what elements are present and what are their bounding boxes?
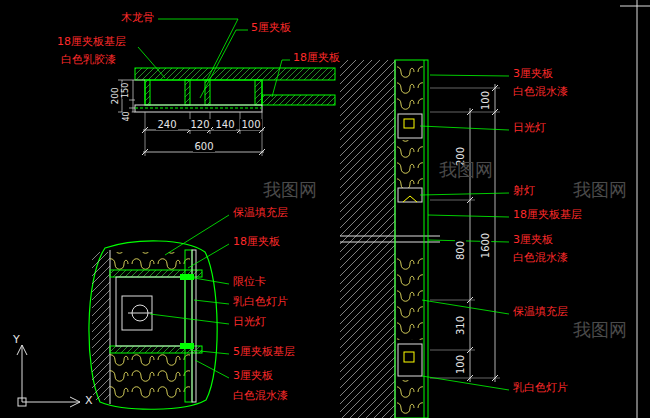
dimension: 40 [123, 110, 132, 122]
dimension: 200 [111, 86, 121, 105]
part-label: 保温填充层 [512, 306, 569, 318]
part-label: 射灯 [512, 185, 536, 197]
part-label: 3厘夹板 [232, 370, 274, 382]
dimension: 100 [481, 89, 492, 110]
part-label: 乳白色灯片 [512, 382, 569, 394]
part-label: 乳白色灯片 [232, 296, 289, 308]
part-label: 木龙骨 [120, 12, 155, 24]
dimension: 100 [240, 119, 261, 130]
axis-label: Y [12, 334, 21, 346]
part-label: 5厘夹板 [250, 22, 292, 34]
part-label: 18厘夹板 [292, 52, 341, 64]
finish-label: 白色混水漆 [512, 86, 569, 98]
dimension: 140 [214, 119, 235, 130]
part-label: 3厘夹板 [512, 234, 554, 246]
dimension: 600 [193, 141, 214, 152]
dimension: 150 [123, 81, 132, 98]
dimension: 120 [189, 119, 210, 130]
watermark: 我图网 [438, 160, 494, 180]
finish-label: 白色混水漆 [512, 252, 569, 264]
part-label: 5厘夹板基层 [232, 346, 296, 358]
part-label: 18厘夹板基层 [512, 209, 583, 221]
dimension: 1600 [480, 231, 491, 258]
watermark: 我图网 [262, 180, 318, 200]
part-label: 保温填充层 [232, 207, 289, 219]
part-label: 日光灯 [232, 316, 267, 328]
part-label: 3厘夹板 [512, 68, 554, 80]
finish-label: 白色混水漆 [232, 390, 289, 402]
part-label: 日光灯 [512, 122, 547, 134]
dimension: 310 [456, 314, 467, 335]
part-label: 限位卡 [232, 276, 267, 288]
watermark: 我图网 [572, 180, 628, 200]
axis-label: X [84, 395, 94, 407]
dimension: 800 [456, 239, 467, 260]
finish-label: 白色乳胶漆 [60, 54, 117, 66]
part-label: 18厘夹板基层 [56, 36, 127, 48]
watermark: 我图网 [572, 320, 628, 340]
dimension: 240 [156, 119, 177, 130]
dimension: 100 [456, 353, 467, 374]
part-label: 18厘夹板 [232, 236, 281, 248]
